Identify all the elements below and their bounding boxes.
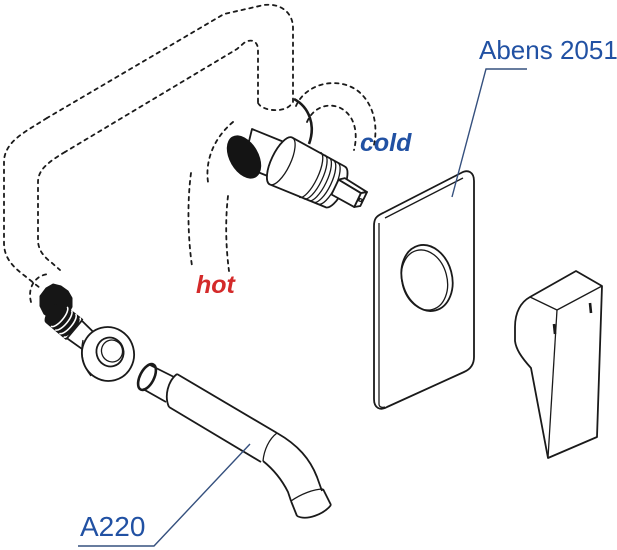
thread-ring-1 bbox=[50, 306, 69, 328]
plate-hole-inner bbox=[400, 249, 449, 311]
spout-tip-ring bbox=[290, 488, 324, 502]
spout-bend-joint-ring bbox=[262, 432, 278, 462]
handle-silhouette bbox=[514, 270, 603, 459]
thread-ring-3 bbox=[58, 313, 78, 335]
spout-tail-top bbox=[149, 364, 175, 378]
seal-hidden-arc bbox=[29, 273, 51, 303]
hot-supply-stub-right bbox=[225, 195, 230, 272]
spout-tube-bottom bbox=[168, 406, 262, 463]
valve-black-cap bbox=[226, 135, 262, 179]
flange-ring bbox=[81, 326, 135, 382]
spindle-screw-hole bbox=[357, 197, 363, 203]
cartridge-ridge-4 bbox=[313, 159, 337, 204]
plate-left-thickness bbox=[378, 223, 386, 409]
cartridge-ridge-3 bbox=[308, 157, 333, 202]
label-spout-model: A220 bbox=[80, 511, 146, 542]
leader-lines bbox=[78, 68, 527, 547]
valve-cartridge bbox=[226, 97, 368, 209]
cold-supply-loop-inner bbox=[306, 104, 357, 151]
wall-plate bbox=[373, 170, 475, 410]
handle-lever bbox=[514, 270, 603, 459]
handle-screw-mark-right bbox=[588, 302, 593, 314]
cartridge-ridge-2 bbox=[303, 154, 328, 200]
concealed-pipework-dashed bbox=[3, 3, 377, 303]
spout-bend-outer bbox=[276, 432, 323, 492]
plate-front-face bbox=[373, 170, 475, 410]
pipe-left-elbow-outer bbox=[3, 117, 48, 289]
cold-supply-loop-outer bbox=[295, 82, 377, 150]
label-hot: hot bbox=[196, 271, 235, 299]
cartridge-ridge-1 bbox=[298, 151, 324, 199]
pipe-inner-edge bbox=[64, 39, 259, 153]
label-cold: cold bbox=[360, 129, 412, 157]
pipe-behind-valve bbox=[206, 121, 234, 183]
cartridge-back-rim bbox=[266, 136, 296, 186]
plate-top-thickness bbox=[384, 177, 464, 219]
handle-screw-mark-left bbox=[552, 323, 557, 335]
spout-tip-end-arc bbox=[296, 504, 332, 519]
thread-ring-2 bbox=[54, 309, 73, 331]
spout bbox=[136, 362, 332, 519]
spout-tip-right bbox=[322, 488, 332, 506]
abens-leader-line bbox=[451, 68, 527, 198]
spout-tip-left bbox=[290, 500, 298, 517]
cartridge-body bbox=[266, 136, 368, 209]
ring-depth-edge bbox=[81, 339, 92, 377]
ring-hole-inner-rim bbox=[100, 339, 124, 363]
spout-tube-top bbox=[176, 373, 278, 434]
spout-tail-bottom bbox=[142, 388, 167, 403]
handle-front-edge bbox=[547, 309, 558, 459]
pipe-left-elbow-inner bbox=[37, 151, 66, 271]
a220-leader-line bbox=[78, 443, 251, 547]
spout-tube-back-rim bbox=[165, 373, 178, 408]
hot-supply-stub-left bbox=[187, 172, 193, 267]
spout-bend-inner bbox=[262, 460, 292, 502]
label-plate-model: Abens 2051 bbox=[479, 35, 617, 65]
pipe-outer-edge bbox=[46, 3, 294, 119]
pipe-valve-joint bbox=[257, 102, 293, 112]
valve-top-arc bbox=[293, 97, 314, 145]
spout-tail-end-face bbox=[136, 362, 158, 392]
